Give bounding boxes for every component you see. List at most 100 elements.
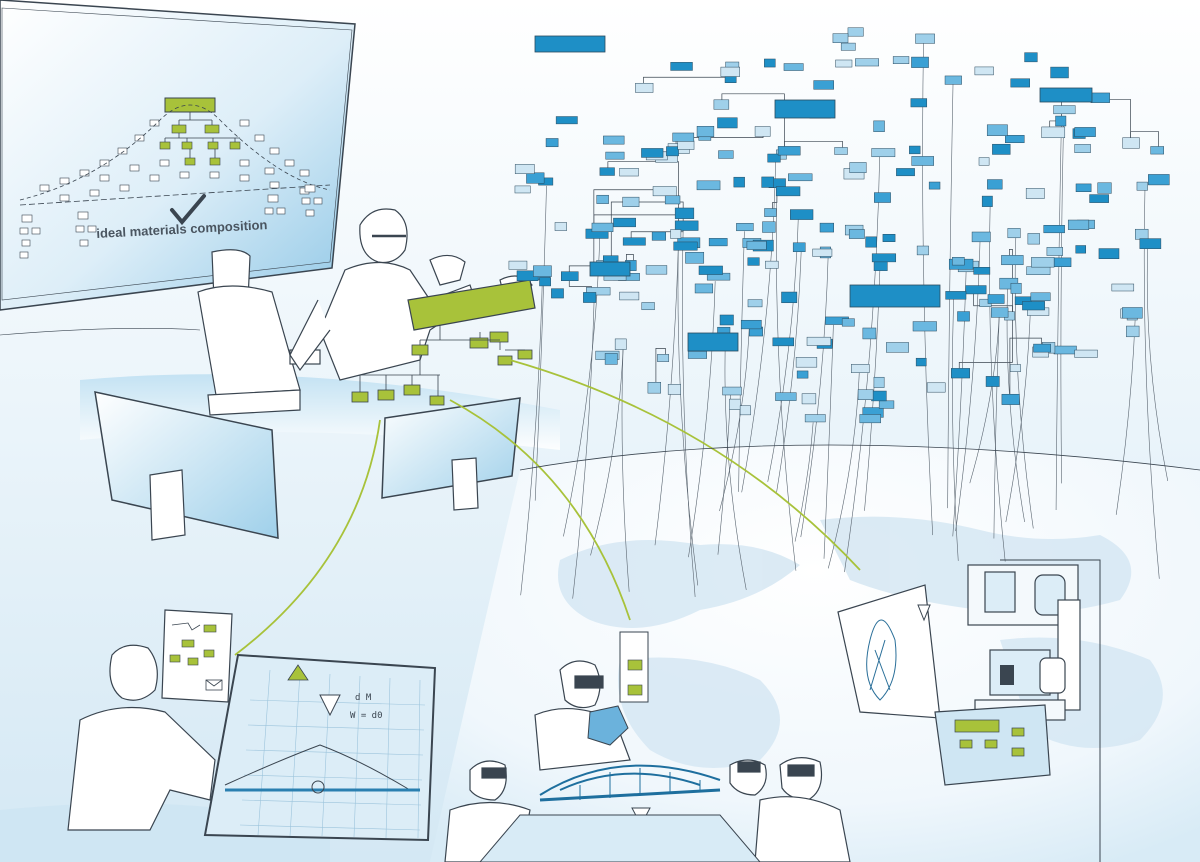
- network-node: [1025, 188, 1045, 199]
- network-node: [790, 209, 814, 220]
- network-node: [614, 338, 627, 350]
- engineer-person: [67, 644, 216, 831]
- engineer-workstation: d M W = d0: [0, 609, 437, 862]
- network-node: [1010, 78, 1030, 88]
- network-node: [945, 291, 967, 300]
- network-node: [1022, 301, 1045, 311]
- network-node: [605, 151, 625, 160]
- network-node: [847, 27, 864, 37]
- network-dropline: [776, 186, 797, 571]
- network-node: [896, 168, 915, 177]
- network-node: [674, 207, 695, 219]
- green-connections: [234, 359, 861, 656]
- network-node: [1075, 245, 1087, 254]
- formula-top: d M: [355, 693, 372, 703]
- network-node: [788, 173, 813, 182]
- network-node: [545, 138, 559, 148]
- envelope-icon: [205, 679, 223, 691]
- network-node: [641, 148, 664, 158]
- network-node: [667, 384, 681, 395]
- network-node: [865, 236, 877, 248]
- network-node: [973, 267, 991, 275]
- network-node: [944, 75, 962, 85]
- network-node: [987, 294, 1005, 304]
- network-dropline: [572, 295, 595, 599]
- network-node: [835, 59, 853, 68]
- network-node: [514, 185, 531, 194]
- network-node: [698, 265, 723, 275]
- network-node: [1136, 181, 1148, 191]
- network-node: [1097, 182, 1112, 194]
- network-node: [992, 143, 1011, 155]
- network-node: [539, 277, 551, 287]
- network-node: [666, 146, 679, 157]
- network-node: [619, 168, 639, 177]
- network-node: [604, 353, 618, 365]
- network-node: [928, 181, 941, 190]
- network-node: [713, 99, 730, 110]
- vr-headset-icon: [574, 675, 604, 689]
- network-node: [652, 186, 677, 197]
- network-node: [873, 376, 885, 388]
- network-node: [672, 132, 695, 142]
- network-node: [871, 148, 896, 158]
- network-node: [990, 307, 1009, 318]
- network-node: [746, 240, 767, 250]
- network-node: [1053, 105, 1076, 115]
- network-hub-node: [1039, 87, 1093, 103]
- network-dropline: [1055, 113, 1062, 510]
- network-dropline: [621, 346, 630, 592]
- network-node: [1009, 364, 1021, 372]
- network-node: [813, 80, 834, 90]
- right-monitor: [381, 397, 521, 511]
- network-dropline: [1115, 320, 1136, 515]
- network-node: [733, 176, 745, 188]
- network-node: [806, 336, 832, 346]
- network-node: [1053, 345, 1077, 355]
- network-node: [645, 265, 668, 275]
- network-node: [613, 217, 636, 228]
- network-node: [1074, 144, 1091, 153]
- network-dropline: [800, 254, 829, 538]
- network-node: [1050, 66, 1069, 79]
- network-node: [985, 376, 1000, 387]
- network-node: [911, 56, 929, 68]
- network-node: [1055, 115, 1067, 127]
- network-node: [696, 180, 721, 191]
- network-node: [840, 42, 856, 51]
- network-node: [641, 302, 655, 311]
- network-dropline: [520, 278, 543, 596]
- network-link: [721, 93, 785, 154]
- network-dropline: [688, 281, 716, 558]
- network-node: [874, 192, 891, 203]
- network-node: [832, 33, 849, 43]
- network-dropline: [741, 162, 776, 493]
- network-node: [583, 292, 597, 303]
- network-node: [775, 186, 801, 197]
- network-node: [801, 393, 817, 405]
- network-node: [862, 327, 877, 340]
- network-node: [1067, 219, 1090, 230]
- network-node: [912, 321, 937, 332]
- network-hub-node: [534, 35, 606, 53]
- network-node: [533, 265, 552, 277]
- network-dropline: [794, 422, 814, 542]
- network-node: [1024, 52, 1038, 63]
- network-node: [622, 237, 646, 246]
- network-node: [674, 220, 699, 231]
- screen-grid: [239, 669, 426, 839]
- formula-screen: d M W = d0: [203, 653, 437, 842]
- network-node: [916, 245, 929, 256]
- network-node: [657, 354, 670, 362]
- network-node: [586, 287, 611, 296]
- network-node: [1150, 146, 1164, 155]
- left-monitor: [94, 391, 279, 541]
- network-node: [878, 400, 895, 409]
- hologram-structure: [351, 279, 536, 406]
- network-node: [664, 195, 681, 205]
- clipboard-note: [161, 609, 233, 703]
- network-node: [767, 153, 781, 163]
- vr-team: [444, 631, 851, 862]
- network-node: [739, 405, 751, 416]
- network-node: [965, 285, 987, 295]
